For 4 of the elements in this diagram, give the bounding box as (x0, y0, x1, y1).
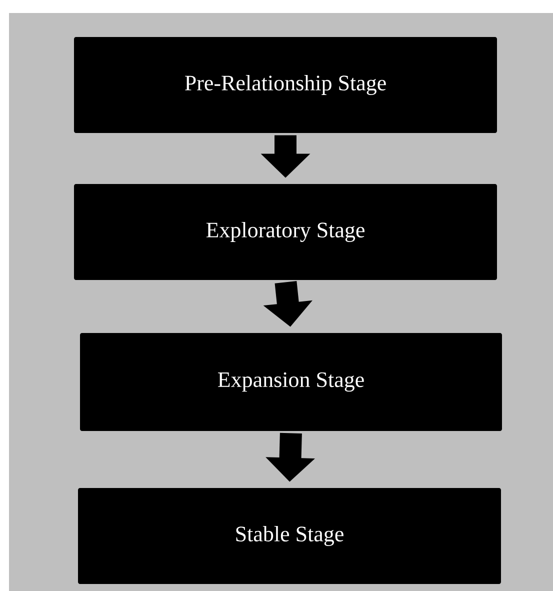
stage-box: Stable Stage (78, 488, 501, 584)
stage-box: Pre-Relationship Stage (74, 37, 497, 133)
stage-box: Exploratory Stage (74, 184, 497, 280)
stage-box: Expansion Stage (80, 333, 502, 431)
